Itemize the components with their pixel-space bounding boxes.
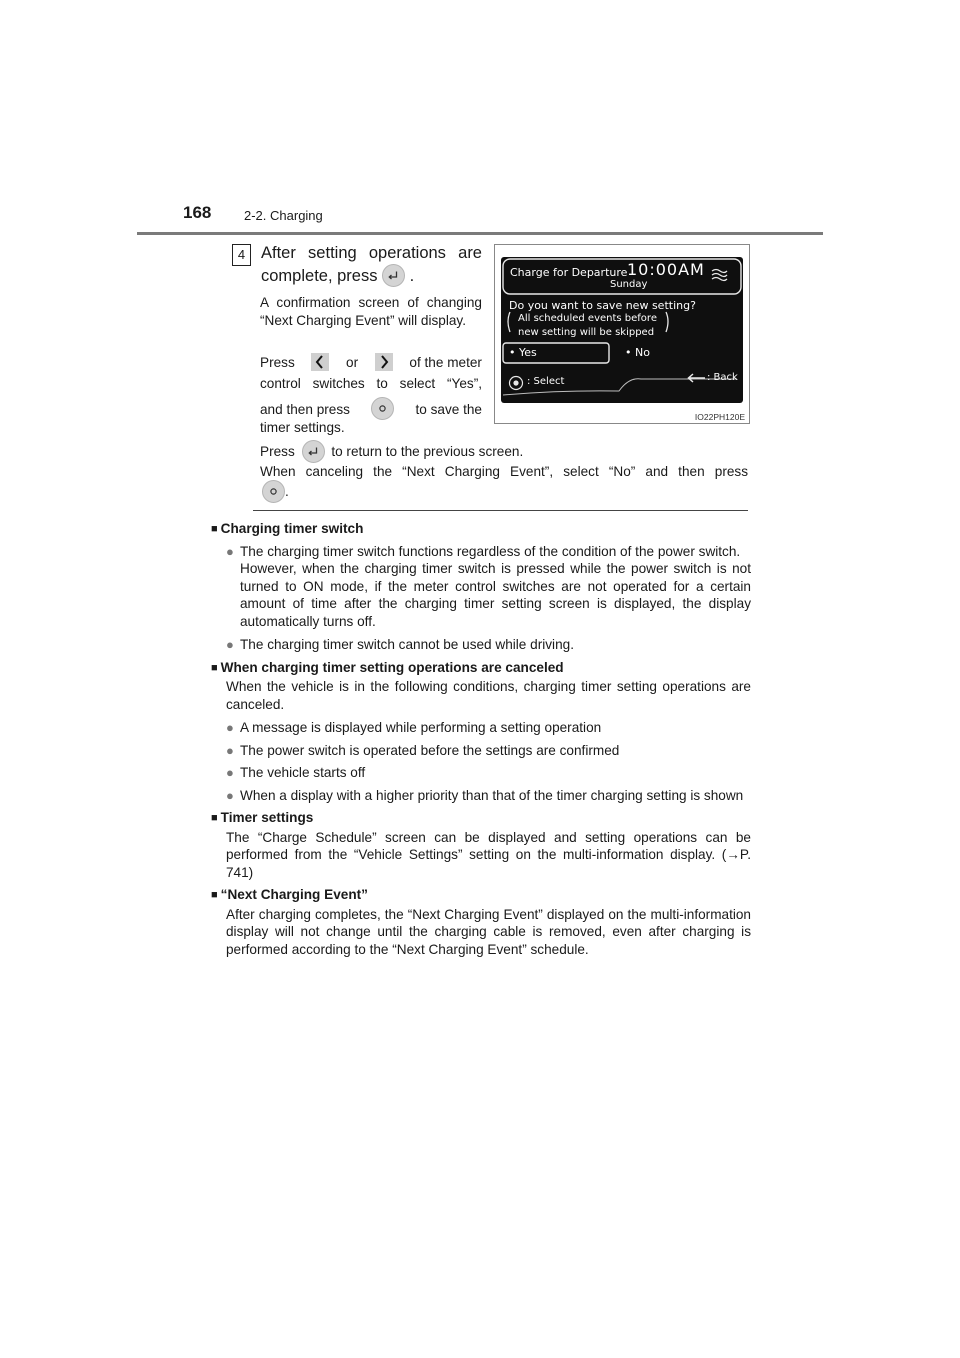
circle-bullet-icon: ● [226, 765, 234, 780]
select-hint: : Select [527, 376, 565, 387]
confirmation-description: A confirmation screen of changing “Next … [260, 295, 482, 328]
circle-bullet-icon: ● [226, 742, 234, 758]
note-text: When the vehicle is in the following con… [226, 679, 751, 712]
back-instruction-text: to return to the previous screen. [331, 444, 524, 460]
chevron-left-icon [311, 353, 330, 371]
notes-section: ■Charging timer switch ● The charging ti… [211, 520, 751, 958]
cancel-instruction-end: . [262, 480, 289, 504]
or-word: or [346, 355, 359, 371]
circle-bullet-icon: ● [226, 787, 234, 803]
note-next-charging-event: ■“Next Charging Event” After charging co… [211, 886, 751, 958]
list-item: ● The charging timer switch cannot be us… [226, 636, 751, 654]
press-word: Press [260, 355, 295, 371]
note-charging-timer-switch: ■Charging timer switch ● The charging ti… [211, 520, 751, 654]
figure-code: IO22PH120E [694, 412, 745, 422]
multi-information-display-screen: Charge for Departure 10:00AM Sunday Do y… [501, 257, 743, 403]
note-heading: “Next Charging Event” [220, 887, 368, 902]
screen-title: Charge for Departure [510, 266, 628, 279]
and-then-press-text: and then press [260, 401, 350, 417]
bullet-text: When a display with a higher priority th… [240, 787, 744, 803]
screen-note-line-2: new setting will be skipped [518, 327, 655, 338]
list-item: ● The charging timer switch functions re… [226, 543, 751, 631]
circle-bullet-icon: ● [226, 637, 234, 652]
step-lead-line-2: complete, press . [261, 264, 482, 288]
screen-time: 10:00AM [627, 260, 705, 279]
square-bullet-icon: ■ [211, 523, 218, 535]
press-instruction-line-4: timer settings. [260, 420, 345, 435]
note-heading: When charging timer setting operations a… [220, 659, 564, 675]
screen-day: Sunday [610, 279, 648, 290]
cancel-instruction: When canceling the “Next Charging Event”… [260, 464, 748, 479]
no-option: • No [625, 346, 650, 359]
press-instruction-line-3: and then press to save the [260, 397, 482, 421]
screen-note-line-1: All scheduled events before [518, 313, 657, 324]
back-press-word: Press [260, 444, 295, 460]
bullet-text: The charging timer switch functions rega… [240, 543, 741, 559]
square-bullet-icon: ■ [211, 812, 218, 824]
back-hint: : Back [707, 372, 738, 383]
display-illustration: Charge for Departure 10:00AM Sunday Do y… [494, 244, 750, 424]
note-text: After charging completes, the “Next Char… [226, 906, 751, 957]
note-timer-settings: ■Timer settings The “Charge Schedule” sc… [211, 809, 751, 881]
chevron-right-icon [374, 353, 393, 371]
list-item: ● The power switch is operated before th… [226, 742, 751, 760]
page-number: 168 [183, 203, 212, 222]
square-bullet-icon: ■ [211, 889, 218, 901]
press-instruction-line-2: control switches to select “Yes”, [260, 376, 482, 391]
bullet-text: The charging timer switch cannot be used… [240, 637, 574, 652]
press-instruction-line-1: Press or of the meter [260, 353, 482, 372]
circle-bullet-icon: ● [226, 543, 234, 559]
ok-button-icon [262, 480, 285, 503]
step-lead-text-1: After setting operations are [261, 244, 482, 262]
back-button-icon [301, 440, 325, 463]
list-item: ● A message is displayed while performin… [226, 719, 751, 737]
bullet-text: However, when the charging timer switch … [240, 561, 751, 629]
note-heading: Timer settings [220, 810, 314, 825]
list-item: ● The vehicle starts off [226, 764, 751, 782]
bullet-text: A message is displayed while performing … [240, 720, 602, 735]
yes-option: • Yes [509, 346, 537, 359]
section-title: 2-2. Charging [244, 208, 323, 223]
back-instruction: Press to return to the previous screen. [260, 440, 524, 464]
step-number-badge: 4 [232, 244, 251, 266]
climate-fan-icon [711, 268, 728, 282]
bullet-text: The power switch is operated before the … [240, 742, 620, 758]
note-heading: Charging timer switch [220, 521, 364, 536]
list-item: ● When a display with a higher priority … [226, 787, 751, 805]
section-divider [253, 510, 748, 511]
circle-bullet-icon: ● [226, 720, 234, 735]
to-save-text: to save the [415, 401, 482, 417]
note-operations-canceled: ■When charging timer setting operations … [211, 659, 751, 805]
ok-button-icon [371, 397, 395, 420]
note-text: The “Charge Schedule” screen can be disp… [226, 829, 751, 880]
header-divider [137, 232, 823, 235]
meter-text: of the meter [409, 355, 482, 371]
square-bullet-icon: ■ [211, 661, 218, 674]
step-lead-period: . [409, 267, 415, 285]
back-button-icon [382, 264, 406, 288]
bullet-text: The vehicle starts off [240, 765, 366, 780]
cancel-period: . [285, 484, 289, 500]
step-lead-line-1: After setting operations are [261, 242, 482, 265]
screen-question: Do you want to save new setting? [509, 299, 696, 312]
step-lead-text-2: complete, press [261, 267, 378, 285]
screen-frames [502, 258, 742, 396]
